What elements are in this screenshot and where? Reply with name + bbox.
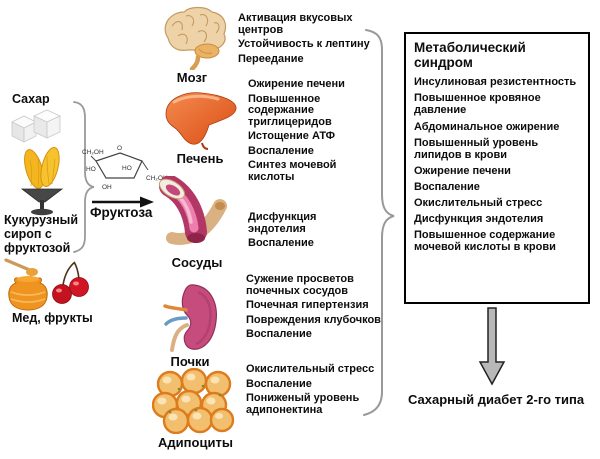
corn-label: Кукурузный сироп с фруктозой: [4, 213, 79, 255]
svg-text:CH₂OH: CH₂OH: [82, 149, 104, 156]
effect-item: Повреждения клубочков: [246, 313, 381, 326]
effect-item: Ожирение печени: [248, 78, 345, 90]
brain-effects-list: Активация вкусовых центров Устойчивость …: [238, 12, 398, 65]
kidneys-effects-list: Сужение просветов почечных сосудов Почеч…: [246, 273, 396, 341]
brain-image: [164, 6, 227, 70]
effects-brace: [363, 29, 395, 416]
fructose-label: Фруктоза: [90, 205, 153, 220]
effect-item: Дисфункция эндотелия: [248, 211, 317, 235]
syndrome-item: Окислительный стресс: [414, 196, 543, 209]
organ-label-adipocytes: Адипоциты: [158, 435, 233, 450]
liver-effects-list: Ожирение печени Повышенное содержание тр…: [248, 78, 364, 183]
syndrome-item: Воспаление: [414, 180, 480, 193]
svg-text:HO: HO: [86, 166, 96, 173]
effect-item: Воспаление: [246, 377, 312, 390]
effect-item: Окислительный стресс: [246, 363, 375, 375]
effect-item: Повышенное содержание триглицеридов: [248, 92, 332, 128]
organ-label-kidneys: Почки: [170, 354, 210, 369]
effect-item: Пониженый уровень адипонектина: [246, 392, 360, 416]
effect-item: Истощение АТФ: [248, 130, 336, 143]
diabetes-outcome-label: Сахарный диабет 2-го типа: [408, 392, 585, 407]
organ-label-liver: Печень: [176, 151, 224, 166]
syndrome-box-title: Метаболический синдром: [414, 40, 526, 71]
syndrome-item: Дисфункция эндотелия: [414, 213, 544, 226]
honey-label: Мед, фрукты: [12, 311, 93, 325]
honey-fruit-image: [4, 258, 89, 311]
effect-item: Устойчивость к лептину: [238, 38, 370, 51]
organ-label-brain: Мозг: [176, 70, 208, 85]
effect-item: Воспаление: [246, 328, 312, 341]
effect-item: Переедание: [238, 52, 304, 65]
svg-text:HO: HO: [122, 165, 132, 172]
syndrome-item: Абдоминальное ожирение: [414, 120, 560, 133]
adipocytes-effects-list: Окислительный стресс Воспаление Понижены…: [246, 363, 378, 416]
sugar-label: Сахар: [12, 92, 50, 106]
syndrome-item: Повышенный уровень липидов в крови: [414, 136, 539, 161]
fructose-molecule: CH₂OH O HO HO CH₂OH OH: [82, 145, 168, 208]
effect-item: Почечная гипертензия: [246, 299, 369, 312]
effect-item: Сужение просветов почечных сосудов: [246, 273, 354, 297]
liver-image: [165, 92, 237, 150]
effect-item: Синтез мочевой кислоты: [248, 159, 337, 183]
effect-item: Активация вкусовых центров: [238, 12, 353, 36]
effect-item: Воспаление: [248, 144, 314, 157]
syndrome-item: Ожирение печени: [414, 164, 511, 177]
kidney-image: [163, 284, 217, 352]
vessels-effects-list: Дисфункция эндотелия Воспаление: [248, 211, 364, 250]
sources-brace: [73, 101, 95, 253]
corn-image: [20, 146, 64, 216]
vessel-image: [158, 176, 227, 246]
organ-label-vessels: Сосуды: [171, 255, 223, 270]
syndrome-items-list: Инсулиновая резистентность Повышенное кр…: [414, 76, 578, 253]
effect-item: Воспаление: [248, 237, 314, 250]
down-arrow-icon: [478, 307, 506, 386]
syndrome-item: Инсулиновая резистентность: [414, 76, 577, 89]
svg-text:CH₂OH: CH₂OH: [146, 175, 168, 182]
adipocytes-image: [152, 368, 235, 434]
svg-text:O: O: [117, 145, 122, 152]
metabolic-syndrome-box: Метаболический синдром Инсулиновая резис…: [404, 32, 590, 304]
syndrome-item: Повышенное кровяное давление: [414, 92, 541, 117]
svg-text:OH: OH: [102, 184, 112, 191]
syndrome-item: Повышенное содержание мочевой кислоты в …: [414, 229, 556, 254]
sugar-cubes-image: [11, 109, 61, 143]
